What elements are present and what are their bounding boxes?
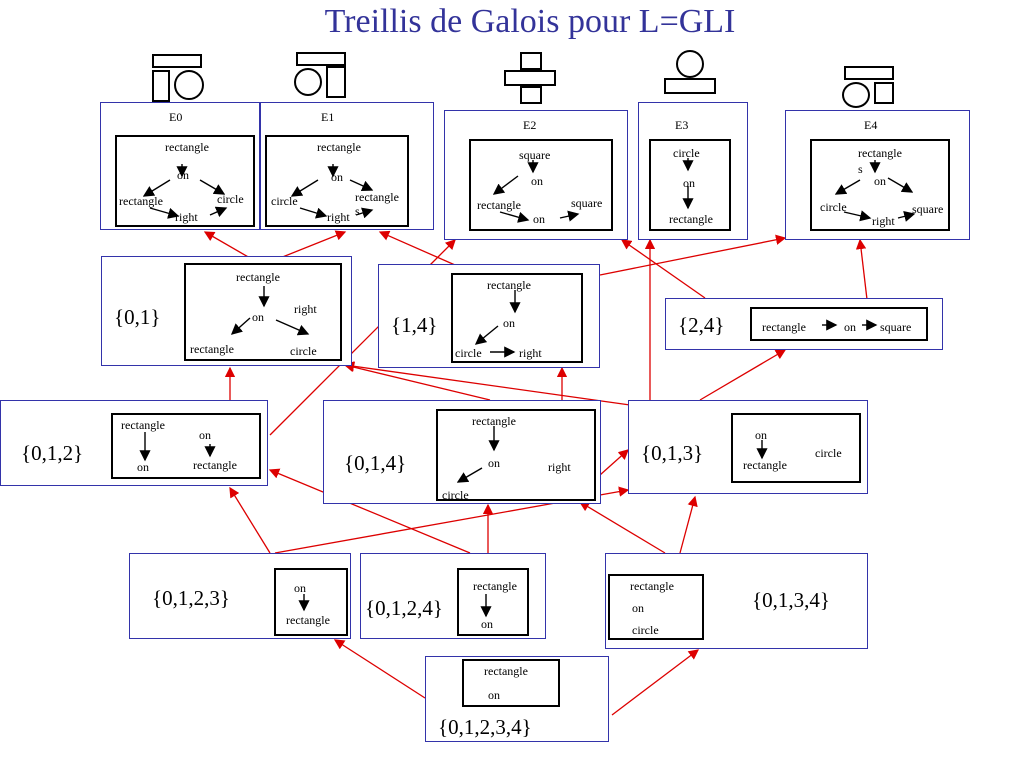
concept-014: {0,1,4} rectangle on right circle xyxy=(323,400,601,504)
edge-n0134-n014 xyxy=(578,501,666,554)
example-e3: E3 circle on rectangle xyxy=(638,102,748,240)
concept-0123: {0,1,2,3} on rectangle xyxy=(129,553,351,639)
example-id: E4 xyxy=(864,118,878,132)
example-graph: rectangle s on circle square right xyxy=(810,139,950,231)
edge-n014-n01 xyxy=(343,362,491,401)
concept-label: {0,1,2,3,4} xyxy=(438,715,532,739)
example-graph: square on rectangle square on xyxy=(469,139,613,231)
edge-n14-E2 xyxy=(429,239,456,266)
concept-label: {0,1,3} xyxy=(641,441,704,465)
edge-n0123-n012 xyxy=(229,486,271,554)
edge-n013-n24 xyxy=(699,349,787,401)
example-id: E0 xyxy=(169,110,183,124)
example-e0: E0 rectangle on rectangle circle right xyxy=(100,102,260,230)
concept-012: {0,1,2} rectangle on on rectangle xyxy=(0,400,268,486)
concept-0134: {0,1,3,4} rectangle on circle xyxy=(605,553,868,649)
concept-graph: on rectangle xyxy=(274,568,348,636)
concept-graph: rectangle on circle right xyxy=(451,273,583,363)
concept-label: {0,1,2} xyxy=(21,441,84,465)
concept-24: {2,4} rectangle on square xyxy=(665,298,943,350)
edge-n01234-n0134 xyxy=(611,649,700,716)
example-id: E3 xyxy=(675,118,689,132)
concept-graph: rectangle on xyxy=(462,659,560,707)
concept-013: {0,1,3} on rectangle circle xyxy=(628,400,868,494)
concept-label: {2,4} xyxy=(678,313,725,337)
concept-01234: rectangle on {0,1,2,3,4} xyxy=(425,656,609,742)
concept-label: {0,1,2,3} xyxy=(152,586,230,610)
concept-graph: rectangle right on rectangle circle xyxy=(184,263,342,361)
concept-graph: rectangle on on rectangle xyxy=(111,413,261,479)
example-graph: rectangle on circle rectangle s right xyxy=(265,135,409,227)
concept-label: {0,1,2,4} xyxy=(365,596,443,620)
concept-0124: {0,1,2,4} rectangle on xyxy=(360,553,546,639)
concept-label: {0,1,4} xyxy=(344,451,407,475)
example-id: E1 xyxy=(321,110,335,124)
concept-graph: on rectangle circle xyxy=(731,413,861,483)
concept-label: {0,1} xyxy=(114,305,161,329)
example-e2: E2 square on rectangle square on xyxy=(444,110,628,240)
concept-graph: rectangle on right circle xyxy=(436,409,596,502)
example-id: E2 xyxy=(523,118,537,132)
example-e1: E1 rectangle on circle rectangle s right xyxy=(260,102,434,230)
edge-n01234-n0123 xyxy=(333,639,426,699)
concept-graph: rectangle on circle xyxy=(608,574,704,640)
edge-n01-E1 xyxy=(279,230,347,259)
edge-n013-n01 xyxy=(343,361,631,406)
concept-label: {0,1,3,4} xyxy=(752,588,830,612)
example-graph: circle on rectangle xyxy=(649,139,731,231)
edge-n14-E4 xyxy=(599,234,787,276)
edge-n01-E0 xyxy=(203,231,251,259)
concept-01: {0,1} rectangle right on rectangle circl… xyxy=(101,256,352,366)
concept-graph: rectangle on xyxy=(457,568,529,636)
example-e4: E4 rectangle s on circle square right xyxy=(785,110,970,240)
edge-n24-E2 xyxy=(620,239,706,299)
concept-label: {1,4} xyxy=(391,313,438,337)
edge-n014-n013 xyxy=(599,449,629,476)
concept-14: {1,4} rectangle on circle right xyxy=(378,264,600,368)
example-graph: rectangle on rectangle circle right xyxy=(115,135,255,227)
concept-graph: rectangle on square xyxy=(750,307,928,341)
edge-n0134-n013 xyxy=(679,495,698,554)
page-title: Treillis de Galois pour L=GLI xyxy=(324,3,736,40)
